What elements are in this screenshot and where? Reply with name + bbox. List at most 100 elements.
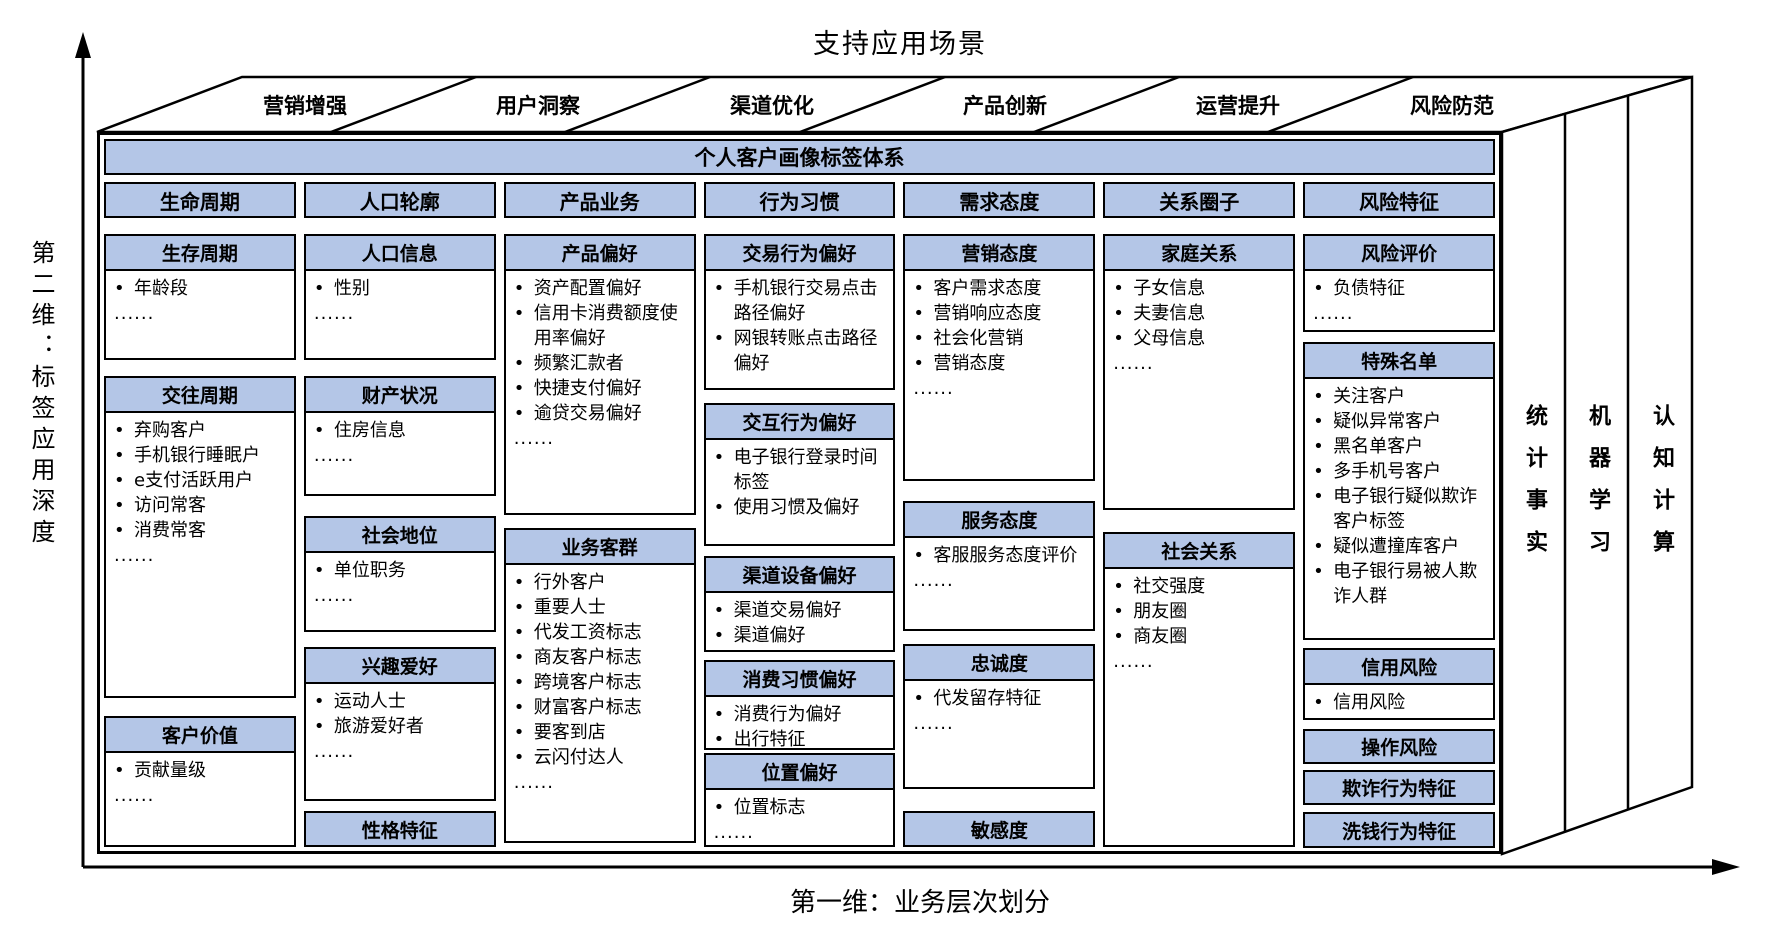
bullet-icon: • bbox=[513, 597, 525, 618]
tag-column: 风险评价•负债特征......特殊名单•关注客户•疑似异常客户•黑名单客户•多手… bbox=[1303, 234, 1495, 848]
bullet-icon: • bbox=[913, 545, 925, 566]
tag-item-label: 负债特征 bbox=[1333, 278, 1406, 299]
bullet-icon: • bbox=[114, 495, 125, 516]
category-header: 生命周期 bbox=[104, 182, 296, 218]
tag-group-box: 信用风险•信用风险 bbox=[1303, 648, 1495, 720]
tag-item-label: e支付活跃用户 bbox=[134, 470, 254, 491]
tag-group-items: •子女信息•夫妻信息•父母信息...... bbox=[1105, 271, 1293, 508]
tag-item: •消费行为偏好 bbox=[713, 702, 891, 727]
tag-item: •黑名单客户 bbox=[1312, 434, 1490, 459]
tag-group-title: 性格特征 bbox=[305, 813, 494, 845]
tag-item-label: 访问常客 bbox=[134, 495, 206, 516]
tag-item: • 重要人士 bbox=[513, 595, 691, 620]
bullet-icon: • bbox=[1313, 486, 1324, 507]
bullet-icon: • bbox=[713, 600, 725, 621]
scenario-label-channel: 渠道优化 bbox=[730, 94, 814, 118]
tag-item-label: 跨境客户标志 bbox=[533, 672, 642, 693]
tag-group-title: 交往周期 bbox=[106, 378, 294, 413]
scenario-divider bbox=[1267, 75, 1414, 134]
tag-item: • 电子银行登录时间标签 bbox=[713, 445, 891, 495]
tag-item-label: 住房信息 bbox=[333, 420, 406, 441]
tag-group-title: 社会关系 bbox=[1105, 534, 1294, 569]
bullet-icon: • bbox=[114, 420, 125, 441]
tag-group-items: •客服服务态度评价...... bbox=[905, 538, 1093, 629]
tag-item-label: 客户需求态度 bbox=[933, 278, 1042, 299]
system-title-bar: 个人客户画像标签体系 bbox=[104, 139, 1495, 175]
bullet-icon: • bbox=[1113, 601, 1124, 622]
tag-group-box: 交互行为偏好•电子银行登录时间标签•使用习惯及偏好 bbox=[703, 403, 896, 546]
tag-group-box: 业务客群•行外客户•重要人士•代发工资标志•商友客户标志•跨境客户标志•财富客户… bbox=[503, 528, 696, 843]
tag-column: 交易行为偏好•手机银行交易点击路径偏好•网银转账点击路径偏好交互行为偏好•电子银… bbox=[703, 234, 896, 848]
tag-group-title: 家庭关系 bbox=[1105, 236, 1294, 271]
tag-group-title: 风险评价 bbox=[1305, 236, 1493, 271]
tag-group-title: 特殊名单 bbox=[1305, 344, 1493, 379]
bullet-icon: • bbox=[313, 278, 325, 299]
bullet-icon: • bbox=[1313, 278, 1324, 299]
category-header: 人口轮廓 bbox=[303, 182, 496, 218]
tag-group-box: 社会关系•社交强度•朋友圈•商友圈...... bbox=[1103, 532, 1296, 847]
tag-group-box: 敏感度 bbox=[903, 811, 1096, 847]
side-layers-panel bbox=[1500, 75, 1694, 856]
tag-item-label: 重要人士 bbox=[533, 597, 606, 618]
tag-item: •信用卡消费额度使用率偏好 bbox=[513, 301, 691, 351]
tag-item-label: 社会化营销 bbox=[933, 328, 1024, 349]
ellipsis-more: ...... bbox=[313, 585, 355, 606]
tag-group-items: •社交强度•朋友圈•商友圈...... bbox=[1105, 569, 1293, 845]
tag-item-label: 年龄段 bbox=[134, 278, 188, 299]
bullet-icon: • bbox=[713, 797, 725, 818]
tag-item: •子女信息 bbox=[1112, 276, 1290, 301]
bullet-icon: • bbox=[913, 688, 925, 709]
category-header: 行为习惯 bbox=[703, 182, 896, 218]
scenario-divider bbox=[799, 75, 946, 134]
tag-item-label: 贡献量级 bbox=[134, 760, 206, 781]
scenario-divider bbox=[564, 75, 711, 134]
tag-item-label: 电子银行疑似欺诈客户标签 bbox=[1333, 486, 1478, 532]
tag-item: •疑似异常客户 bbox=[1312, 409, 1490, 434]
bullet-icon: • bbox=[1113, 303, 1124, 324]
category-header: 需求态度 bbox=[903, 182, 1096, 218]
ellipsis-more: ...... bbox=[313, 741, 355, 762]
method-layer-machine-learning: 机器学习 bbox=[1585, 404, 1610, 572]
tag-item: •使用习惯及偏好 bbox=[713, 495, 891, 520]
tag-item: •电子银行易被人欺诈人群 bbox=[1312, 559, 1490, 609]
tag-item-label: 要客到店 bbox=[533, 722, 606, 743]
tag-group-title: 欺诈行为特征 bbox=[1305, 772, 1493, 803]
tag-group-items: • 电子银行登录时间标签•使用习惯及偏好 bbox=[706, 440, 894, 544]
ellipsis-more: ...... bbox=[913, 570, 954, 591]
scenario-divider bbox=[330, 75, 477, 134]
bullet-icon: • bbox=[313, 691, 325, 712]
bullet-icon: • bbox=[1313, 411, 1324, 432]
tag-group-box: 特殊名单•关注客户•疑似异常客户•黑名单客户•多手机号客户•电子银行疑似欺诈客户… bbox=[1303, 342, 1495, 640]
tag-column: 生存周期•年龄段......交往周期•弃购客户•手机银行睡眠户•e支付活跃用户•… bbox=[104, 234, 296, 848]
tag-item-label: 逾贷交易偏好 bbox=[533, 403, 642, 424]
bullet-icon: • bbox=[1113, 576, 1124, 597]
tag-group-box: 生存周期•年龄段...... bbox=[104, 234, 296, 360]
bullet-icon: • bbox=[513, 572, 525, 593]
tag-group-items: •弃购客户•手机银行睡眠户•e支付活跃用户•访问常客•消费常客...... bbox=[106, 413, 294, 696]
tag-item: •信用风险 bbox=[1312, 690, 1490, 715]
tag-item: •贡献量级 bbox=[113, 758, 291, 783]
tag-group-title: 操作风险 bbox=[1305, 731, 1493, 762]
bullet-icon: • bbox=[913, 278, 925, 299]
bullet-icon: • bbox=[713, 447, 725, 468]
bullet-icon: • bbox=[913, 328, 925, 349]
bullet-icon: • bbox=[713, 704, 725, 725]
tag-item: •财富客户标志 bbox=[513, 695, 691, 720]
tag-item: •e支付活跃用户 bbox=[113, 468, 291, 493]
tag-item: • 客户需求态度 bbox=[912, 276, 1090, 301]
bullet-icon: • bbox=[513, 303, 525, 324]
tag-item: •营销响应态度 bbox=[912, 301, 1090, 326]
tag-item-label: 运动人士 bbox=[333, 691, 406, 712]
tag-item-label: 父母信息 bbox=[1133, 328, 1206, 349]
tag-group-box: 营销态度•客户需求态度•营销响应态度•社会化营销•营销态度...... bbox=[903, 234, 1096, 481]
front-face: 个人客户画像标签体系 生命周期人口轮廓产品业务行为习惯需求态度关系圈子风险特征 … bbox=[97, 132, 1502, 854]
tag-item: •云闪付达人 bbox=[513, 745, 691, 770]
tag-item-label: 旅游爱好者 bbox=[333, 716, 424, 737]
tag-item: •多手机号客户 bbox=[1312, 459, 1490, 484]
bullet-icon: • bbox=[1313, 561, 1324, 582]
tag-item-label: 资产配置偏好 bbox=[533, 278, 642, 299]
ellipsis-more: ...... bbox=[713, 822, 754, 843]
category-header: 风险特征 bbox=[1303, 182, 1495, 218]
tag-item-label: 电子银行登录时间标签 bbox=[733, 447, 878, 493]
